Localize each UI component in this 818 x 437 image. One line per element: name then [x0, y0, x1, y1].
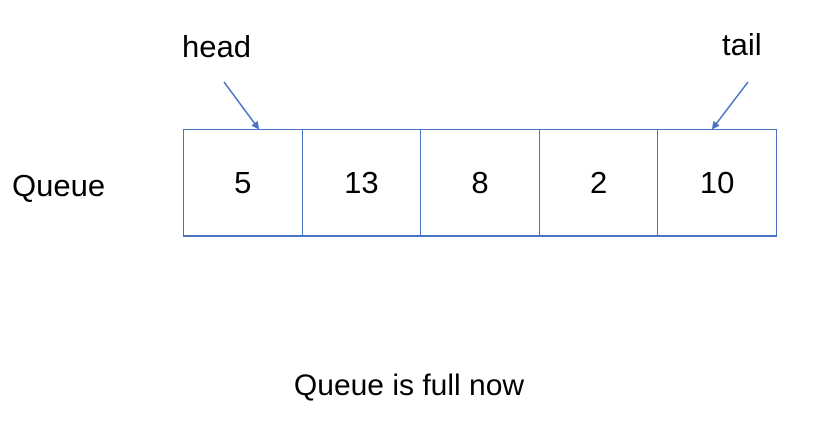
caption: Queue is full now — [293, 369, 525, 402]
queue-cell: 8 — [420, 129, 539, 237]
queue-array: 5 13 8 2 10 — [183, 129, 777, 237]
queue-cell: 5 — [183, 129, 302, 237]
queue-cell: 2 — [538, 129, 658, 237]
queue-cell: 13 — [301, 129, 421, 237]
queue-label: Queue — [12, 168, 106, 203]
queue-cell: 10 — [657, 129, 777, 237]
head-arrow — [223, 81, 260, 130]
tail-label: tail — [722, 27, 762, 62]
head-label: head — [182, 29, 251, 64]
tail-arrow — [711, 81, 749, 130]
